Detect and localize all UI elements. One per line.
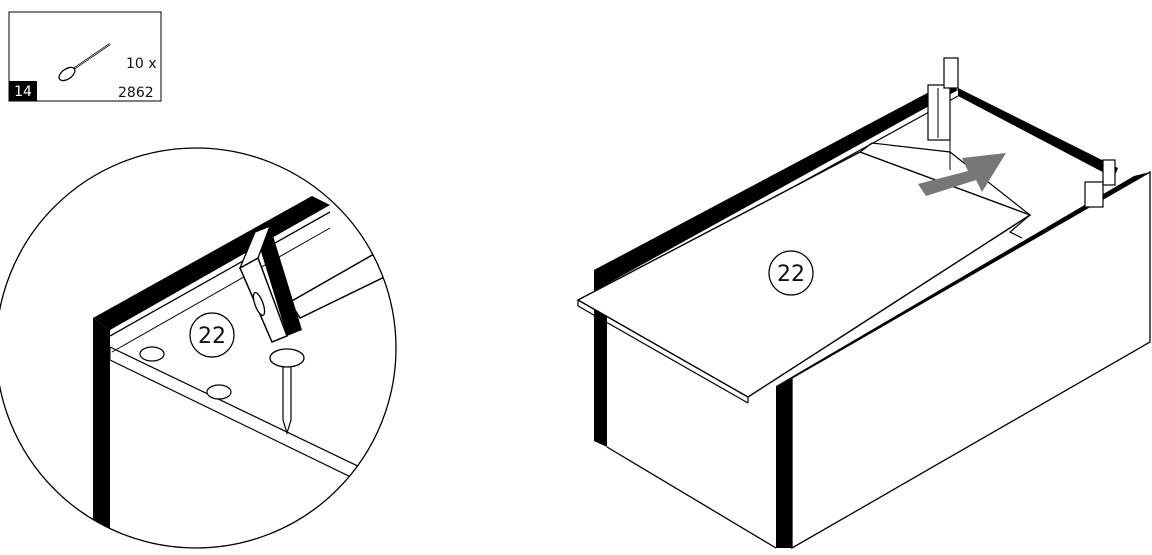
- main-part-label: 22: [777, 262, 805, 287]
- nail-icon: [58, 43, 111, 82]
- nail-icon: [269, 348, 305, 436]
- hammer-icon: [238, 218, 396, 343]
- detail-view: 22: [0, 147, 397, 549]
- push-direction-arrow-icon: [918, 153, 1006, 196]
- parts-box: 14 10 x 2862: [8, 11, 162, 102]
- step-number: 14: [14, 84, 32, 100]
- part-label-circle: [768, 250, 814, 296]
- nail-hole: [206, 384, 232, 400]
- part-label-circle: [189, 312, 235, 358]
- detail-part-label: 22: [198, 324, 226, 349]
- hardware-quantity: 10 x: [126, 56, 157, 72]
- step-number-badge: [9, 81, 37, 101]
- nail-hole: [139, 346, 165, 362]
- cabinet-assembly: [576, 57, 1151, 550]
- hardware-part-number: 2862: [118, 85, 154, 101]
- detail-circle: [0, 147, 397, 549]
